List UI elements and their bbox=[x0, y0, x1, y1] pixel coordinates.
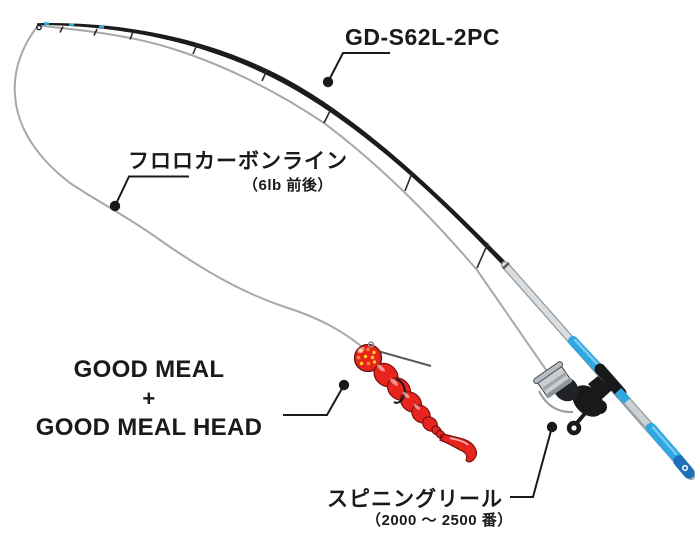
reel-handle-knob-center bbox=[571, 425, 577, 431]
rod-tip-section bbox=[37, 23, 506, 270]
lure-tail-gloss bbox=[449, 437, 469, 446]
lure-label-plus: + bbox=[142, 386, 156, 411]
pointer-callouts bbox=[114, 52, 553, 498]
lure-label-line2: GOOD MEAL HEAD bbox=[35, 414, 263, 441]
pointer-dots bbox=[109, 76, 558, 433]
foregrip-highlight bbox=[573, 338, 602, 369]
jig-head-line-eye bbox=[367, 341, 375, 348]
rod-guides bbox=[59, 26, 489, 269]
hook-bend bbox=[393, 378, 406, 404]
butt-cap-emblem-dot bbox=[683, 466, 687, 470]
reel-pointer-dot bbox=[546, 421, 558, 433]
reel-label-detail: （2000 〜 2500 番） bbox=[366, 512, 513, 529]
line-label: フロロカーボンライン bbox=[128, 150, 348, 173]
rod-model-label: GD-S62L-2PC bbox=[345, 24, 501, 50]
lure-label: GOOD MEAL + GOOD MEAL HEAD bbox=[29, 355, 269, 442]
reel-seat bbox=[594, 363, 627, 399]
lure-label-line1: GOOD MEAL bbox=[73, 356, 225, 383]
lure-body-segments bbox=[373, 362, 449, 443]
grip-ring bbox=[614, 387, 632, 406]
tip-guide-icon bbox=[36, 24, 42, 31]
rod-handle bbox=[568, 336, 695, 479]
lure bbox=[353, 341, 478, 463]
lure-tail bbox=[439, 433, 478, 463]
spinning-reel bbox=[533, 361, 612, 436]
hook-tag-wire bbox=[373, 349, 432, 367]
rod-pointer-line bbox=[327, 52, 390, 83]
line-pointer-dot bbox=[109, 200, 121, 212]
reel-label: スピニングリール bbox=[327, 488, 503, 511]
reel-stem bbox=[588, 376, 612, 399]
butt-grip-highlight bbox=[651, 426, 678, 456]
butt-grip bbox=[645, 422, 684, 465]
reel-spool bbox=[533, 361, 573, 399]
line-pointer-line bbox=[114, 175, 189, 207]
rod-pointer-dot bbox=[322, 76, 334, 88]
reel-pointer-line bbox=[510, 426, 553, 498]
lure-pointer-dot bbox=[338, 379, 350, 391]
rod-ferrule-joint bbox=[502, 262, 510, 270]
lure-gloss-highlights bbox=[357, 346, 421, 410]
rod-thread-wraps bbox=[43, 22, 105, 29]
reel-handle-arm bbox=[574, 409, 589, 426]
line-label-detail: （6lb 前後） bbox=[243, 177, 333, 194]
reel-bail-wire bbox=[538, 390, 574, 414]
reel-body-rear bbox=[593, 400, 607, 414]
lure-pointer-line bbox=[283, 384, 345, 416]
